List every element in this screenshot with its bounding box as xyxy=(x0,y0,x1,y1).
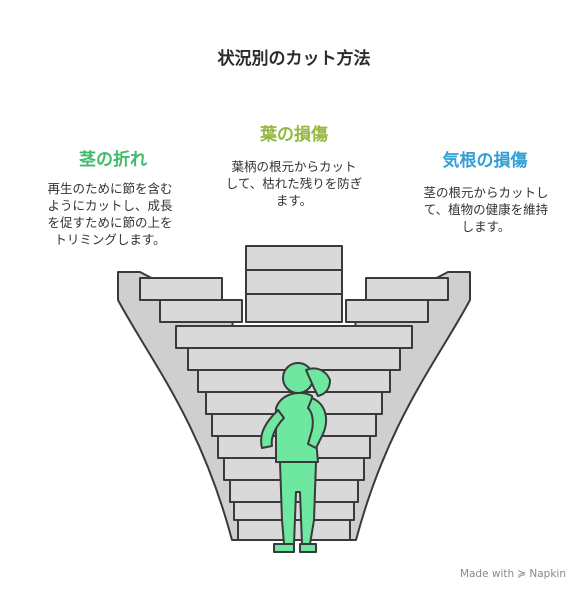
section-title-stem-break: 茎の折れ xyxy=(79,150,147,170)
right-step-2 xyxy=(345,299,429,323)
section-title-leaf-damage: 葉の損傷 xyxy=(260,125,328,145)
left-step-2 xyxy=(159,299,243,323)
main-step-1 xyxy=(175,325,413,349)
napkin-brand-label: Napkin xyxy=(529,567,566,580)
section-description-aerial-root-damage: 茎の根元からカットし て、植物の健康を維持 します。 xyxy=(423,185,549,234)
napkin-logo-icon: ≽ xyxy=(517,567,527,580)
diagram-title: 状況別のカット方法 xyxy=(217,49,371,69)
left-step-1 xyxy=(139,277,223,301)
thinking-person-figure xyxy=(260,362,331,553)
right-step-1 xyxy=(365,277,449,301)
section-description-stem-break: 再生のために節を含む ようにカットし、成長 を促すために節の上を トリミングしま… xyxy=(47,181,173,247)
made-with-label: Made with xyxy=(459,567,515,580)
made-with-napkin-footer: Made with ≽ Napkin xyxy=(460,567,566,580)
section-description-leaf-damage: 葉柄の根元からカット して、枯れた残りを防ぎ ます。 xyxy=(225,159,363,208)
central-column-block-1 xyxy=(245,245,343,271)
section-title-aerial-root-damage: 気根の損傷 xyxy=(442,151,528,171)
central-column-block-3 xyxy=(245,293,343,323)
central-column-block-2 xyxy=(245,269,343,295)
